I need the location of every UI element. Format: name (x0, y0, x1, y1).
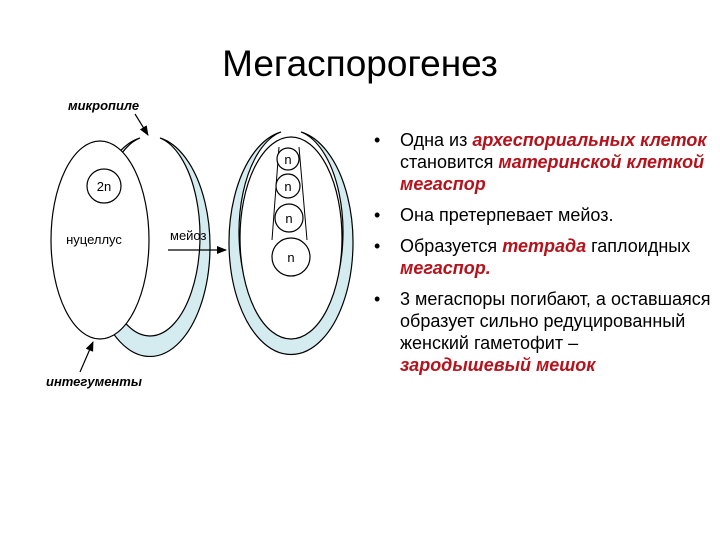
bullet-dot: • (374, 236, 381, 256)
megaspore-mother-cell (86, 168, 122, 204)
megaspore-1 (276, 147, 300, 171)
megaspore-3 (274, 203, 304, 233)
meiosis-label: мейоз (170, 228, 207, 243)
integuments-label: интегументы (46, 374, 142, 389)
megaspore-2 (275, 173, 301, 199)
bullet-dot: • (374, 130, 381, 150)
highlight-term: материнской клеткой мегаспор (400, 152, 705, 194)
highlight-term: зародышевый мешок (400, 355, 596, 375)
micropyle-arrow (134, 113, 149, 136)
megaspore-3-label: n (285, 211, 292, 226)
megaspore-2-label: n (284, 179, 291, 194)
highlight-term: мегаспор. (400, 258, 491, 278)
ovule-after-meiosis: n n n n (228, 131, 354, 356)
megaspore-1-label: n (284, 152, 291, 167)
bullet-list: • Одна из археспориальных клеток станови… (372, 129, 712, 385)
nucellus-label: нуцеллус (66, 232, 122, 247)
integuments-arrow (79, 341, 94, 373)
bullet-dot: • (374, 205, 381, 225)
bullet-item: • 3 мегаспоры погибают, а оставшаяся обр… (374, 289, 711, 375)
megaspore-4-label: n (287, 250, 294, 265)
slide-title: Мегаспорогенез (222, 43, 498, 84)
micropyle-label: микропиле (68, 98, 139, 113)
bullet-item: • Она претерпевает мейоз. (374, 205, 614, 225)
highlight-term: тетрада (502, 236, 587, 256)
nucellus-left (50, 140, 150, 340)
bullet-item: • Образуется тетрада гаплоидных мегаспор… (374, 236, 691, 278)
diploid-label: 2n (97, 179, 111, 194)
megaspore-4-functional (271, 237, 311, 277)
bullet-item: • Одна из археспориальных клеток станови… (374, 130, 707, 194)
ovule-before-meiosis: 2n нуцеллус (50, 137, 211, 357)
bullet-dot: • (374, 289, 381, 309)
highlight-term: археспориальных клеток (472, 130, 707, 150)
